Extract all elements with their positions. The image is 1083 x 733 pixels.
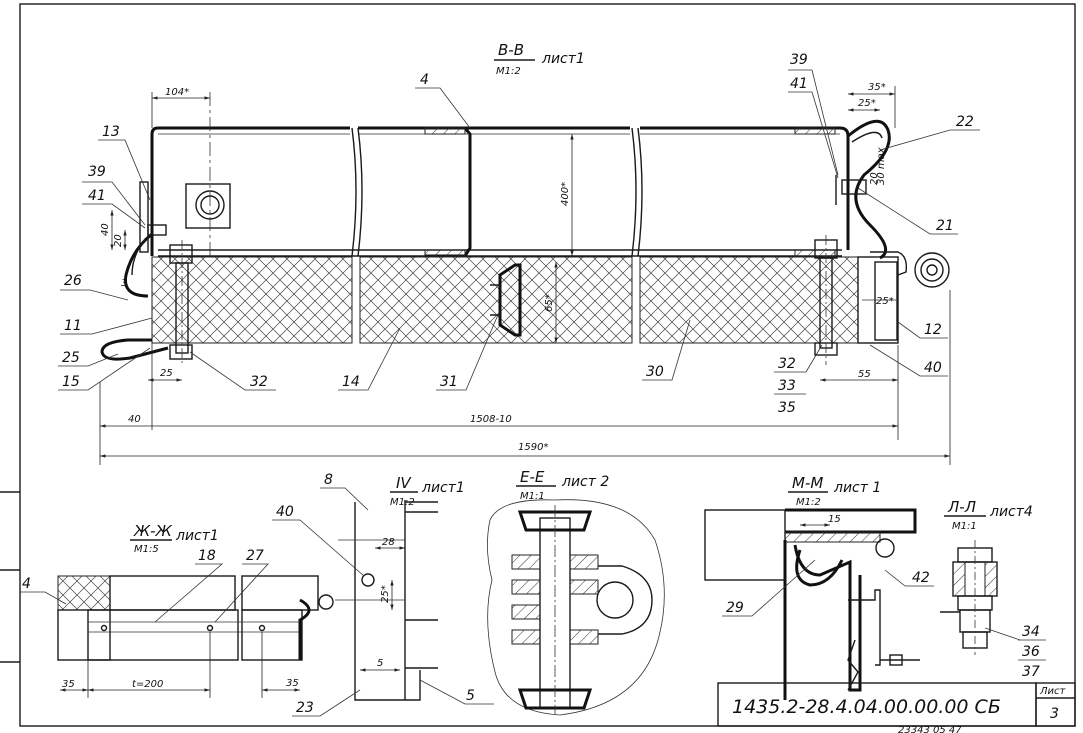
callout-12: 12 [924,322,942,338]
dim-t: t=200 [132,679,163,690]
dim-35b: 35 [286,678,299,689]
callout-11: 11 [64,318,82,334]
dim-15: 15 [828,514,841,525]
section-vv-view: В-В М1:2 лист1 [58,41,980,465]
view-iv: IV М1:2 лист1 28 25* 5 8 40 23 5 [272,472,494,717]
callout-4-zh: 4 [22,576,31,592]
drawing-code: 1435.2-28.4.04.00.00.00 СБ [732,696,1001,718]
dim-25: 25 [160,368,173,379]
callout-26: 26 [64,273,82,289]
dim-30max: 30 max [876,147,887,185]
section-ll-scale: М1:1 [952,521,977,532]
callout-8: 8 [324,472,333,488]
dim-55: 55 [858,369,871,380]
view-iv-scale: М1:2 [390,497,415,508]
callout-39: 39 [790,52,808,68]
callout-35: 35 [778,400,796,416]
drawing-frame [0,3,1076,727]
section-mm-view: М-М М1:2 лист 1 15 42 29 [704,474,934,700]
dim-65: 65* [544,294,555,312]
title-block: 1435.2-28.4.04.00.00.00 СБ Лист 3 23343 … [717,682,1076,733]
dim-5: 5 [377,658,383,669]
callout-31: 31 [440,374,458,390]
dim-3: 3 [121,278,127,289]
dim-35s: 35* [868,82,886,93]
callout-33: 33 [778,378,796,394]
callout-42: 42 [912,570,930,586]
dim-40: 40 [128,414,141,425]
callout-4: 4 [420,72,429,88]
callout-29: 29 [726,600,744,616]
callout-18: 18 [198,548,216,564]
dim-20: 20 [869,172,880,185]
section-ee-scale: М1:1 [520,491,545,502]
section-mm-scale: М1:2 [796,497,821,508]
callout-13: 13 [102,124,120,140]
section-ee-view: Е-Е М1:1 лист 2 [487,468,665,716]
callout-25: 25 [62,350,80,366]
callout-37: 37 [1022,664,1040,680]
callout-32-right: 32 [778,356,796,372]
section-mm-sheet: лист 1 [833,480,881,496]
dim-40v: 40 [100,223,111,236]
callout-27: 27 [246,548,264,564]
callout-41-left: 41 [88,188,106,204]
section-ee-title: Е-Е [520,468,545,486]
section-ee-sheet: лист 2 [561,474,609,490]
callout-32: 32 [250,374,268,390]
sheet-label: Лист [1039,686,1067,697]
dim-25-right: 25* [876,296,894,307]
section-mm-title: М-М [792,474,823,492]
dim-28: 28 [382,537,395,548]
dim-20b: 20 [113,234,124,247]
callout-5: 5 [466,688,475,704]
callouts-main: 4 39 41 22 13 39 41 21 26 11 25 15 32 [58,52,980,416]
footer-stamp: 23343 05 47 [898,725,962,733]
callout-36: 36 [1022,644,1040,660]
dim-104: 104* [165,87,189,98]
section-zhzh-title: Ж-Ж [133,522,173,540]
view-iv-title: IV [396,474,412,492]
section-vv-sheet: лист1 [541,51,585,67]
dim-35a: 35 [62,679,75,690]
callout-21: 21 [936,218,954,234]
callout-15: 15 [62,374,80,390]
callout-40-iv: 40 [276,504,294,520]
section-vv-scale: М1:2 [496,66,521,77]
dim-25-iv: 25* [380,585,391,603]
section-zhzh-scale: М1:5 [134,544,159,555]
view-iv-sheet: лист1 [421,480,465,496]
callout-22: 22 [956,114,974,130]
callout-39-left: 39 [88,164,106,180]
section-zhzh-sheet: лист1 [175,528,219,544]
callout-23: 23 [296,700,314,716]
callout-30: 30 [646,364,664,380]
sheet-number: 3 [1050,706,1059,722]
section-ll-sheet: лист4 [989,504,1033,520]
callout-40: 40 [924,360,942,376]
section-ll-title: Л-Л [947,498,976,516]
dim-1590: 1590* [518,442,548,453]
dim-1508: 1508-10 [470,414,512,425]
dim-25s: 25* [858,98,876,109]
section-zhzh-view: Ж-Ж М1:5 лист1 35 t=200 35 18 27 4 [20,522,334,698]
callout-41: 41 [790,76,808,92]
dim-400: 400* [560,182,571,206]
callout-14: 14 [342,374,360,390]
callout-34: 34 [1022,624,1040,640]
section-ll-view: Л-Л М1:1 лист4 34 36 37 [940,498,1046,680]
section-vv-title: В-В [498,41,524,59]
